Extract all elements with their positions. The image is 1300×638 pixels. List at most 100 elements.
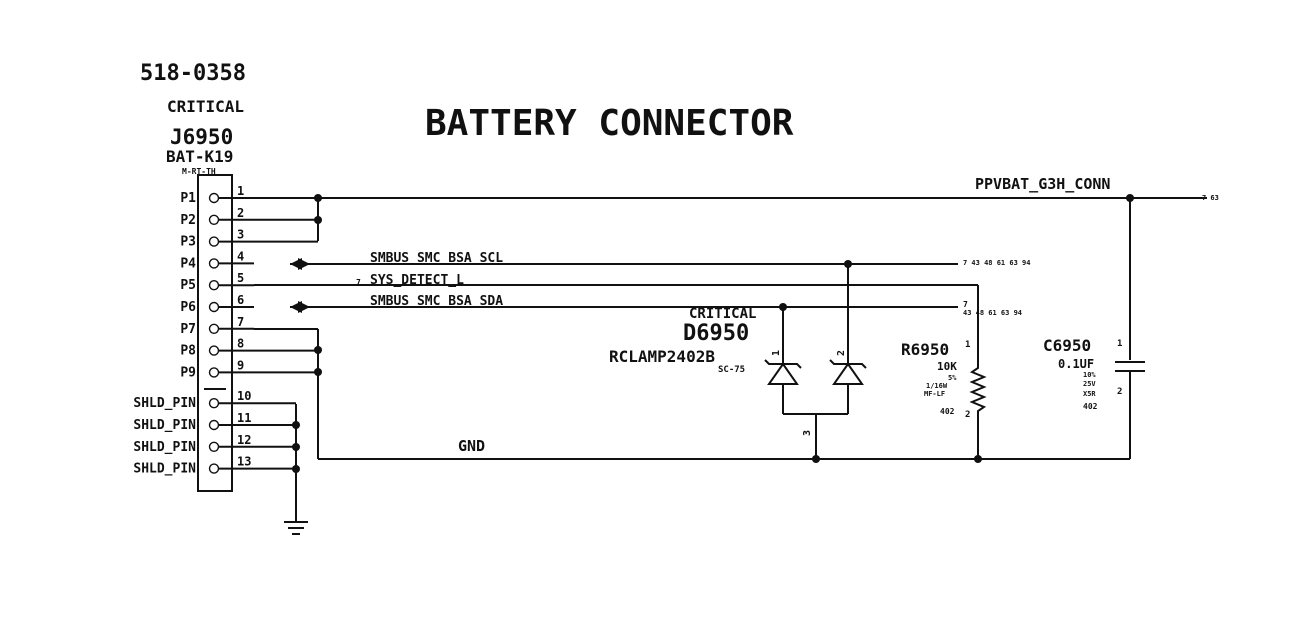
diode-critical-label: CRITICAL bbox=[689, 306, 756, 322]
pin-number: 11 bbox=[237, 411, 251, 425]
diode-d6950: CRITICAL D6950 RCLAMP2402B SC-75 1 2 3 bbox=[609, 306, 867, 436]
pin-number: 9 bbox=[237, 358, 244, 372]
resistor-tolerance: 5% bbox=[948, 374, 957, 382]
junction-dot bbox=[292, 421, 300, 429]
tvs-diode-bar-icon bbox=[829, 359, 867, 369]
diode-value: RCLAMP2402B bbox=[609, 347, 715, 366]
diode-pin2-label: 2 bbox=[836, 350, 847, 356]
capacitor-c6950: C6950 1 2 0.1UF 10% 25V X5R 402 bbox=[1043, 336, 1145, 411]
pin-name: P4 bbox=[180, 256, 196, 271]
connector-value: BAT-K19 bbox=[166, 147, 233, 166]
pin-name: P7 bbox=[180, 322, 196, 337]
capacitor-voltage: 25V bbox=[1083, 380, 1096, 388]
capacitor-size: 402 bbox=[1083, 402, 1098, 411]
pin-name: P5 bbox=[180, 278, 196, 293]
pin-number: 12 bbox=[237, 433, 251, 447]
pin-number: 8 bbox=[237, 337, 244, 351]
junction-dot bbox=[812, 455, 820, 463]
junction-dot bbox=[314, 216, 322, 224]
junction-dot bbox=[314, 346, 322, 354]
connector-critical-label: CRITICAL bbox=[167, 97, 244, 116]
diode-package: SC-75 bbox=[718, 365, 745, 375]
connector-j6950: CRITICAL J6950 BAT-K19 M-RT-TH P1 1P2 2P3 3… bbox=[133, 97, 318, 492]
net-ref-sys-detect: 7 bbox=[356, 278, 361, 287]
net-ref-sda-2: 43 48 61 63 94 bbox=[963, 309, 1022, 317]
junction-dot bbox=[314, 194, 322, 202]
junction-dot bbox=[779, 303, 787, 311]
net-ref-sda-1: 7 bbox=[963, 300, 968, 309]
resistor-type: MF-LF bbox=[924, 390, 945, 398]
capacitor-dielectric: X5R bbox=[1083, 390, 1096, 398]
junction-dot bbox=[1126, 194, 1134, 202]
net-label-smbus-scl: SMBUS_SMC_BSA_SCL bbox=[370, 251, 503, 266]
pin-name: P9 bbox=[180, 365, 196, 380]
net-label-gnd: GND bbox=[458, 437, 485, 455]
capacitor-pin2-label: 2 bbox=[1117, 387, 1122, 397]
pin-circle-icon bbox=[208, 323, 220, 334]
junction-dot bbox=[292, 465, 300, 473]
pin-circle-icon bbox=[208, 419, 220, 431]
pin-number: 4 bbox=[237, 249, 244, 263]
pin-name: P2 bbox=[180, 213, 196, 228]
net-label-ppvbat: PPVBAT_G3H_CONN bbox=[975, 175, 1110, 193]
diode-refdes: D6950 bbox=[683, 321, 749, 346]
junction-dot bbox=[314, 368, 322, 376]
part-number: 518-0358 bbox=[140, 61, 246, 86]
pin-circle-icon bbox=[208, 192, 220, 204]
pin-circle-icon bbox=[208, 301, 220, 313]
pin-number: 1 bbox=[237, 184, 244, 198]
pin-circle-icon bbox=[208, 236, 220, 247]
resistor-refdes: R6950 bbox=[901, 340, 949, 359]
junctions bbox=[292, 194, 1134, 473]
capacitor-tolerance: 10% bbox=[1083, 371, 1096, 379]
net-ref-scl: 7 43 48 61 63 94 bbox=[963, 259, 1030, 267]
diode-pin1-label: 1 bbox=[771, 350, 782, 356]
net-ref-ppvbat: 7 63 bbox=[1202, 194, 1219, 202]
resistor-r6950: R6950 1 2 10K 5% 1/16W MF-LF 402 bbox=[901, 340, 987, 422]
sda-arrow-right-icon bbox=[298, 301, 310, 313]
pin-circle-icon bbox=[208, 280, 220, 291]
pin-name: P8 bbox=[180, 344, 196, 359]
capacitor-refdes: C6950 bbox=[1043, 336, 1091, 355]
pin-circle-icon bbox=[208, 367, 220, 378]
pin-name: SHLD_PIN bbox=[133, 396, 196, 411]
pin-name: SHLD_PIN bbox=[133, 462, 196, 477]
tvs-diode-icon bbox=[767, 362, 799, 385]
resistor-pin2-label: 2 bbox=[965, 410, 970, 420]
pin-name: SHLD_PIN bbox=[133, 418, 196, 433]
pin-name: SHLD_PIN bbox=[133, 440, 196, 455]
junction-dot bbox=[974, 455, 982, 463]
net-labels: PPVBAT_G3H_CONN 7 63 SMBUS_SMC_BSA_SCL 7… bbox=[356, 175, 1219, 455]
pin-name: P3 bbox=[180, 235, 196, 250]
page-title: BATTERY CONNECTOR bbox=[425, 103, 794, 144]
junction-dot bbox=[844, 260, 852, 268]
resistor-zigzag-icon bbox=[969, 364, 987, 422]
net-label-sys-detect: SYS_DETECT_L bbox=[370, 273, 464, 288]
resistor-power: 1/16W bbox=[926, 382, 948, 390]
pin-number: 2 bbox=[237, 206, 244, 220]
tvs-diode-bar-icon bbox=[764, 359, 802, 369]
tvs-diode-icon bbox=[832, 362, 864, 385]
resistor-value: 10K bbox=[937, 360, 957, 373]
capacitor-value: 0.1UF bbox=[1058, 357, 1094, 371]
pin-name: P6 bbox=[180, 300, 196, 315]
pin-circle-icon bbox=[208, 441, 220, 452]
bidirectional-arrows bbox=[290, 258, 310, 313]
capacitor-pin1-label: 1 bbox=[1117, 339, 1122, 349]
pin-number: 5 bbox=[237, 271, 244, 285]
pin-circle-icon bbox=[208, 258, 220, 269]
pin-name: P1 bbox=[180, 191, 196, 206]
resistor-size: 402 bbox=[940, 407, 955, 416]
pin-number: 3 bbox=[237, 228, 244, 242]
connector-footprint: M-RT-TH bbox=[182, 167, 216, 176]
pin-number: 13 bbox=[237, 455, 251, 469]
scl-arrow-right-icon bbox=[298, 258, 310, 270]
pin-number: 7 bbox=[237, 315, 244, 329]
pin-circle-icon bbox=[208, 345, 220, 356]
net-label-smbus-sda: SMBUS_SMC_BSA_SDA bbox=[370, 294, 503, 309]
connector-refdes: J6950 bbox=[170, 125, 233, 149]
pin-number: 6 bbox=[237, 293, 244, 307]
resistor-pin1-label: 1 bbox=[965, 340, 970, 350]
